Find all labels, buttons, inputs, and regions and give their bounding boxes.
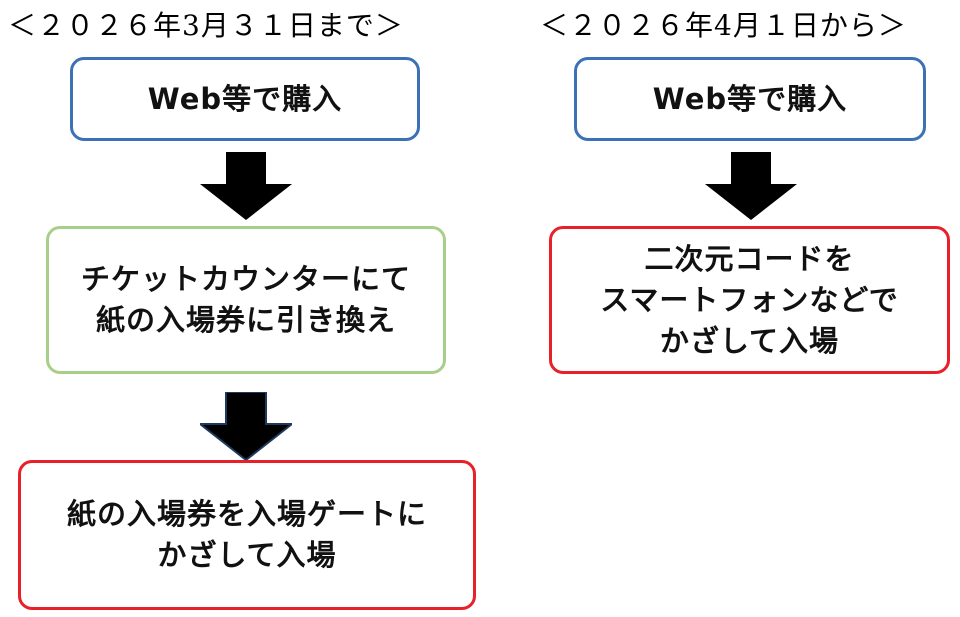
left-step-purchase-box: Web等で購入	[70, 57, 420, 141]
right-step-1-line-1: Web等で購入	[652, 81, 848, 116]
left-step-enter-box: 紙の入場券を入場ゲートに かざして入場	[18, 460, 476, 610]
left-step-2-line-1: チケットカウンターにて	[80, 262, 411, 296]
left-step-3-line-1: 紙の入場券を入場ゲートに	[66, 497, 427, 531]
down-arrow-icon	[200, 392, 292, 460]
left-column-title: ＜２０２６年3月３１日まで＞	[8, 9, 404, 42]
left-step-1-line-1: Web等で購入	[147, 81, 343, 116]
right-step-2-line-1: 二次元コードを	[644, 241, 855, 276]
right-step-purchase-box: Web等で購入	[574, 57, 926, 141]
left-step-exchange-box: チケットカウンターにて 紙の入場券に引き換え	[46, 226, 446, 374]
right-step-2-line-3: かざして入場	[659, 323, 840, 358]
down-arrow-icon	[705, 152, 797, 220]
right-step-2-line-2: スマートフォンなどで	[600, 282, 899, 317]
right-step-enter-box: 二次元コードを スマートフォンなどで かざして入場	[549, 226, 950, 374]
left-step-2-line-2: 紙の入場券に引き換え	[95, 303, 396, 337]
right-column-title: ＜２０２６年4月１日から＞	[540, 9, 907, 42]
left-step-3-line-2: かざして入場	[157, 538, 337, 572]
down-arrow-icon	[200, 152, 292, 220]
